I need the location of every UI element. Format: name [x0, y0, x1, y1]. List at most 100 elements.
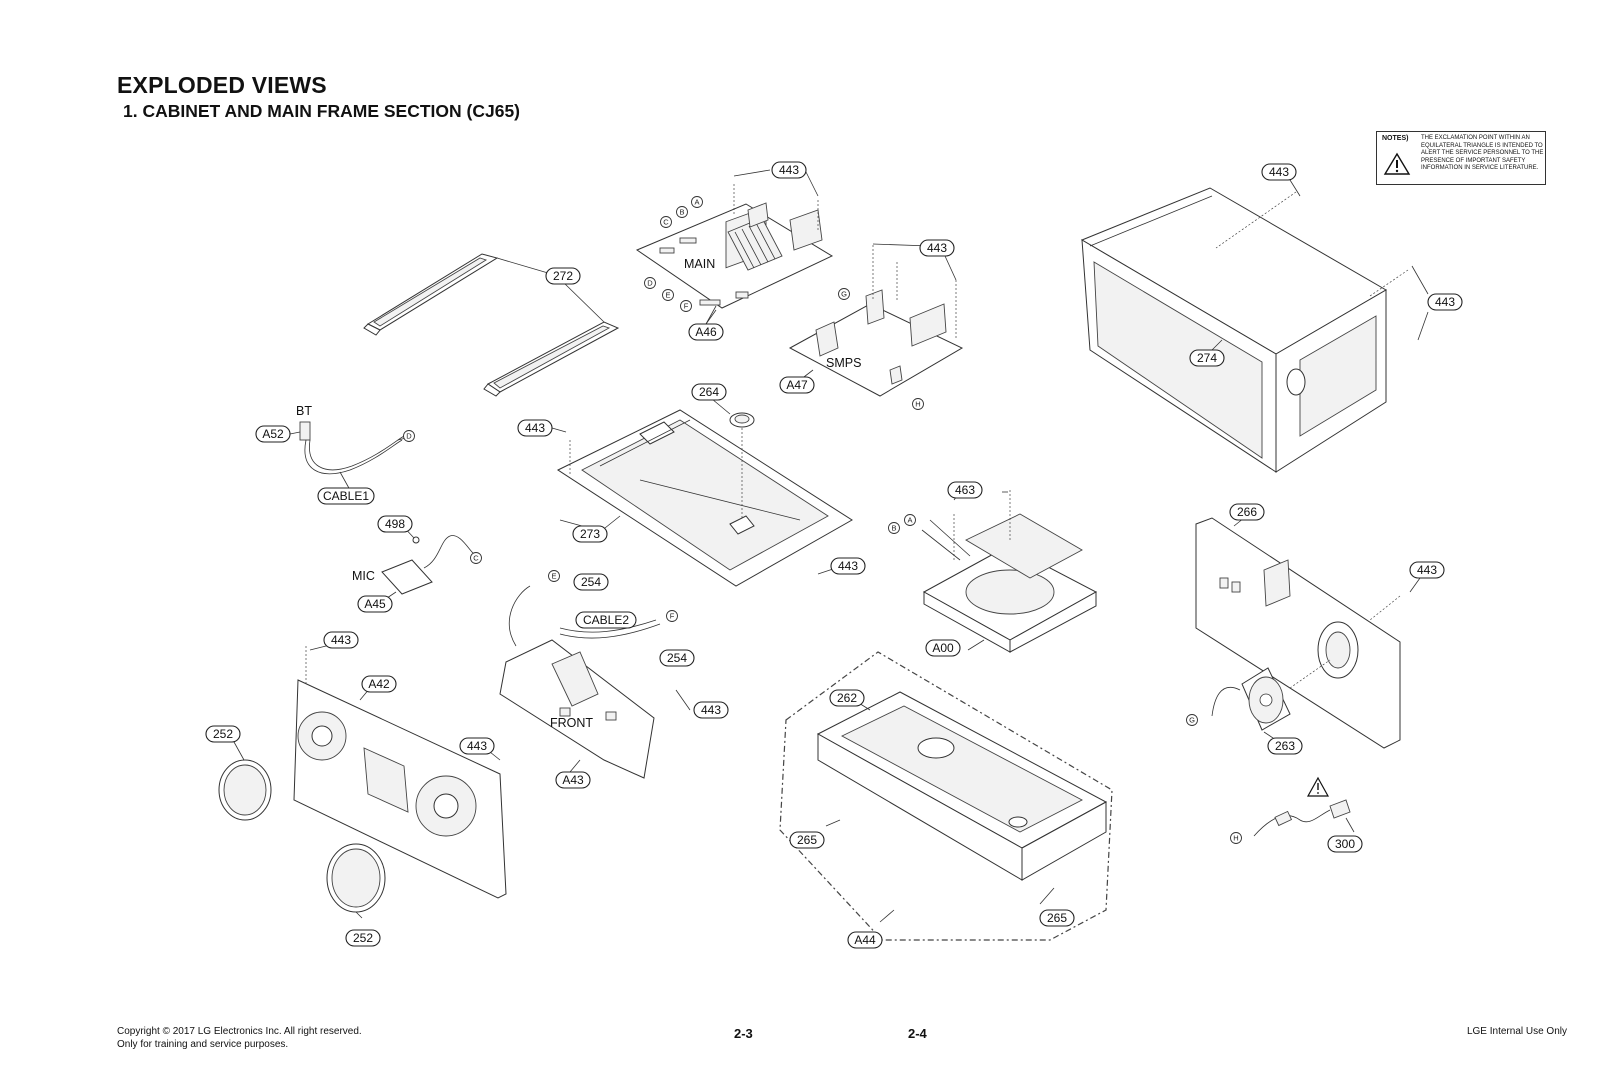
svg-text:B: B: [891, 524, 896, 533]
svg-text:264: 264: [699, 385, 719, 399]
svg-text:A: A: [907, 516, 912, 525]
callout-a43: A43: [555, 771, 591, 789]
callout-265-right: 265: [1039, 909, 1075, 927]
svg-text:C: C: [663, 218, 669, 227]
callout-a00: A00: [925, 639, 961, 657]
mic-label: MIC: [352, 569, 375, 583]
svg-text:C: C: [473, 554, 479, 563]
speaker-horn: [729, 412, 755, 428]
callout-463: 463: [947, 481, 983, 499]
svg-text:CABLE2: CABLE2: [583, 613, 629, 627]
footer-copyright: Copyright © 2017 LG Electronics Inc. All…: [117, 1025, 362, 1051]
svg-text:273: 273: [580, 527, 600, 541]
connector-marker-h: H: [912, 398, 924, 410]
svg-text:A52: A52: [262, 427, 284, 441]
copyright-text: Copyright © 2017 LG Electronics Inc. All…: [117, 1026, 362, 1037]
svg-text:A44: A44: [854, 933, 876, 947]
callout-443-front-right: 443: [459, 737, 495, 755]
svg-text:F: F: [670, 612, 675, 621]
callout-443-front-pcb: 443: [693, 701, 729, 719]
callout-252-bottom: 252: [345, 929, 381, 947]
svg-text:443: 443: [1269, 165, 1289, 179]
svg-text:498: 498: [385, 517, 405, 531]
svg-text:D: D: [647, 279, 653, 288]
main-pcb: [635, 202, 834, 309]
svg-text:443: 443: [467, 739, 487, 753]
callout-443-front-left: 443: [323, 631, 359, 649]
svg-text:272: 272: [553, 269, 573, 283]
svg-text:D: D: [406, 432, 412, 441]
connector-marker-b: B: [676, 206, 688, 218]
notes-text: THE EXCLAMATION POINT WITHIN AN EQUILATE…: [1421, 135, 1544, 172]
callout-263: 263: [1267, 737, 1303, 755]
bt-label: BT: [296, 404, 312, 418]
callout-a52: A52: [255, 425, 291, 443]
callout-443-plate: 443: [517, 419, 553, 437]
page-title: EXPLODED VIEWS: [117, 72, 327, 98]
cabinet-cover: [1080, 187, 1387, 473]
svg-text:A42: A42: [368, 677, 390, 691]
svg-text:443: 443: [701, 703, 721, 717]
svg-text:CABLE1: CABLE1: [323, 489, 369, 503]
callout-a45: A45: [357, 595, 393, 613]
callout-443-smps: 443: [919, 239, 955, 257]
svg-text:443: 443: [927, 241, 947, 255]
svg-text:H: H: [1233, 834, 1238, 843]
front-label: FRONT: [550, 716, 593, 730]
connector-marker-e: E: [662, 289, 674, 301]
callout-262: 262: [829, 689, 865, 707]
callout-252-left: 252: [205, 725, 241, 743]
callout-cable2: CABLE2: [575, 611, 637, 629]
connector-marker-b-loader: B: [888, 522, 900, 534]
smps-label: SMPS: [826, 356, 861, 370]
callout-264: 264: [691, 383, 727, 401]
svg-text:265: 265: [797, 833, 817, 847]
svg-text:A: A: [694, 198, 699, 207]
callout-a44: A44: [847, 931, 883, 949]
svg-text:B: B: [679, 208, 684, 217]
svg-text:A46: A46: [695, 325, 717, 339]
connector-marker-g: G: [838, 288, 850, 300]
svg-text:266: 266: [1237, 505, 1257, 519]
callout-a46: A46: [688, 323, 724, 341]
callout-254-top: 254: [573, 573, 609, 591]
callout-443-rear: 443: [1409, 561, 1445, 579]
svg-text:300: 300: [1335, 837, 1355, 851]
speaker-grille-right: [326, 843, 386, 913]
power-cord: [1253, 776, 1351, 837]
side-rail-lower: [483, 321, 620, 397]
svg-text:E: E: [551, 572, 556, 581]
connector-marker-h-cord: H: [1230, 832, 1242, 844]
svg-text:252: 252: [353, 931, 373, 945]
svg-text:A43: A43: [562, 773, 584, 787]
page-number-right: 2-4: [908, 1026, 927, 1041]
svg-text:274: 274: [1197, 351, 1217, 365]
side-rail-upper: [363, 253, 499, 336]
svg-text:F: F: [684, 302, 689, 311]
page-number-left: 2-3: [734, 1026, 753, 1041]
svg-text:265: 265: [1047, 911, 1067, 925]
svg-text:A00: A00: [932, 641, 954, 655]
svg-text:443: 443: [525, 421, 545, 435]
callout-443-cabinet-side: 443: [1427, 293, 1463, 311]
purpose-text: Only for training and service purposes.: [117, 1039, 289, 1050]
svg-text:A47: A47: [786, 378, 808, 392]
connector-marker-e-front: E: [548, 570, 560, 582]
svg-text:443: 443: [1435, 295, 1455, 309]
callout-272: 272: [545, 267, 581, 285]
mic-module: [381, 535, 477, 595]
svg-text:254: 254: [667, 651, 687, 665]
connector-marker-c-mic: C: [470, 552, 482, 564]
callout-265-left: 265: [789, 831, 825, 849]
svg-text:E: E: [665, 291, 670, 300]
callout-443-loader: 443: [830, 557, 866, 575]
main-chassis: [816, 691, 1108, 881]
warning-triangle-icon: [1383, 152, 1411, 175]
svg-text:263: 263: [1275, 739, 1295, 753]
svg-text:H: H: [915, 400, 920, 409]
svg-text:463: 463: [955, 483, 975, 497]
connector-marker-a-loader: A: [904, 514, 916, 526]
notes-box: NOTES) THE EXCLAMATION POINT WITHIN AN E…: [1376, 131, 1546, 185]
connector-marker-a: A: [691, 196, 703, 208]
callout-266: 266: [1229, 503, 1265, 521]
